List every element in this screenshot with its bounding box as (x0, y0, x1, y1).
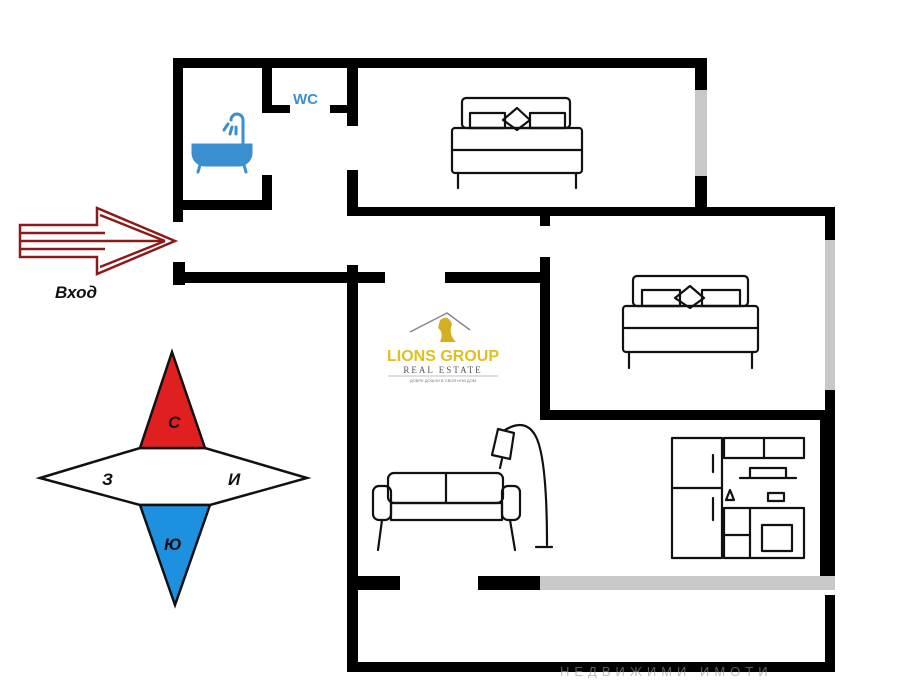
compass-west-label: З (102, 470, 113, 489)
floor-lamp-icon (490, 423, 554, 549)
sofa-icon (371, 471, 522, 552)
bed-icon (450, 96, 584, 190)
window (695, 90, 707, 176)
window (825, 240, 835, 390)
compass-rose: С Ю З И (35, 348, 312, 609)
entrance-arrow-icon (18, 206, 179, 276)
logo-name: LIONS GROUP (387, 348, 499, 365)
compass-north-label: С (168, 413, 181, 432)
bathtub-icon (191, 112, 253, 174)
kitchen-icon (670, 436, 806, 560)
wc-label: WC (293, 91, 318, 108)
compass-south (138, 503, 212, 609)
bed-icon (621, 274, 760, 370)
logo-tagline: ДОБРЕ ДОШЛИ В СВОЯ НОВ ДОМ (410, 378, 476, 383)
company-logo: LIONS GROUP REAL ESTATE ДОБРЕ ДОШЛИ В СВ… (387, 312, 499, 383)
window (540, 576, 835, 590)
logo-subtitle: REAL ESTATE (403, 365, 482, 375)
compass-east-label: И (228, 470, 241, 489)
watermark: НЕДВИЖИМИ ИМОТИ (560, 664, 773, 679)
compass-north (138, 348, 207, 450)
compass-south-label: Ю (164, 535, 182, 554)
walls (173, 58, 835, 672)
entrance-label: Вход (55, 283, 97, 302)
